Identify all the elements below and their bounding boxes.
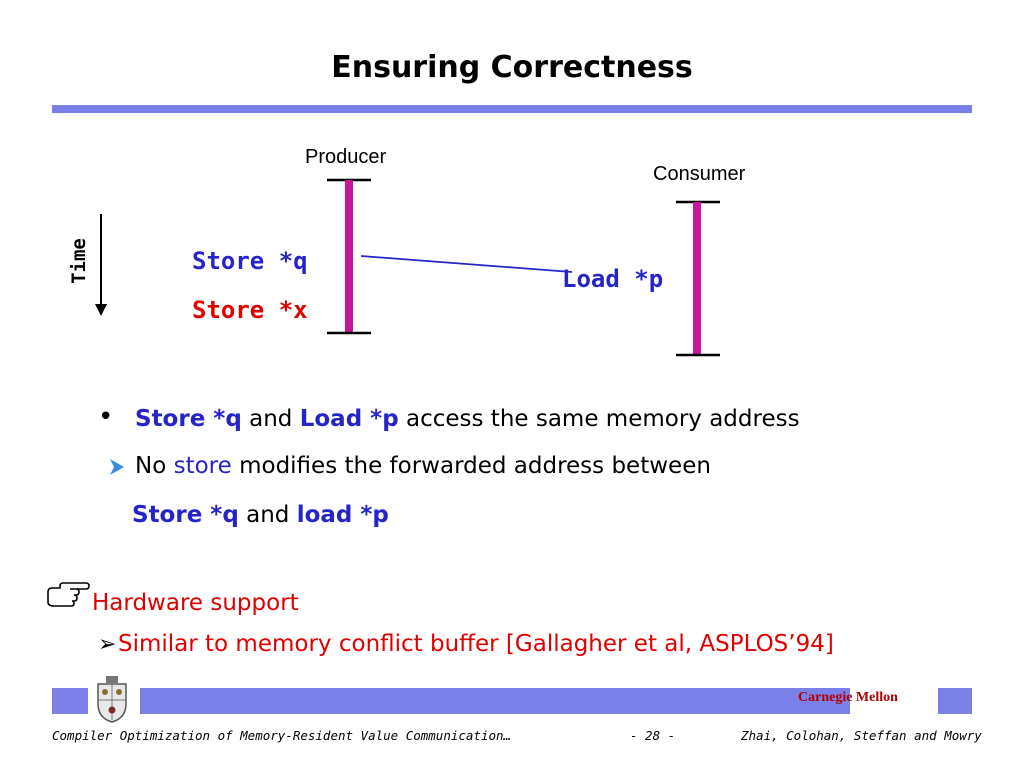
timeline-diagram (95, 178, 720, 357)
footer-paper-title: Compiler Optimization of Memory-Resident… (52, 728, 512, 743)
hardware-heading: Hardware support (92, 590, 299, 616)
forwarding-line (360, 255, 573, 273)
slide-title: Ensuring Correctness (331, 50, 693, 85)
arrow-bullet-icon: ➢ (98, 632, 117, 657)
bullet-1-rest: access the same memory address (405, 406, 800, 432)
consumer-bar (693, 202, 701, 355)
producer-label: Producer (305, 146, 387, 168)
university-crest-icon (92, 674, 132, 724)
bullet-1-kw1: Store *q (135, 406, 242, 432)
pointing-hand-icon (47, 582, 90, 607)
footer-band (52, 688, 972, 714)
store-q-label: Store *q (192, 247, 308, 275)
load-p-label: Load *p (562, 265, 664, 293)
time-label: Time (67, 238, 90, 284)
bullet-2-and: and (246, 502, 290, 528)
bullet-2-line2: Store *q and load *p (132, 502, 389, 528)
time-arrow-head (95, 304, 107, 316)
institution-label: Carnegie Mellon (798, 690, 898, 705)
footer-page-number: - 28 - (630, 728, 676, 743)
title-divider (52, 105, 972, 113)
bullet-2-line1: No store modifies the forwarded address … (135, 453, 711, 479)
bullet-2-store: store (173, 453, 232, 479)
bullet-1-kw2: Load *p (299, 406, 399, 432)
footer-authors: Zhai, Colohan, Steffan and Mowry (741, 728, 982, 743)
store-x-label: Store *x (192, 296, 308, 324)
bullet-2-rest: modifies the forwarded address between (239, 453, 711, 479)
consumer-label: Consumer (653, 163, 746, 185)
producer-bar (345, 180, 353, 333)
hardware-sub: Similar to memory conflict buffer [Galla… (118, 631, 834, 657)
bullet-dot: • (98, 402, 114, 432)
bullet-1-and: and (249, 406, 293, 432)
bullet-2-kw1: Store *q (132, 502, 239, 528)
arrowhead-bullet-icon (110, 459, 124, 475)
bullet-2-kw2: load *p (296, 502, 389, 528)
bullet-1: Store *q and Load *p access the same mem… (135, 406, 800, 432)
bullet-2-no: No (135, 453, 167, 479)
